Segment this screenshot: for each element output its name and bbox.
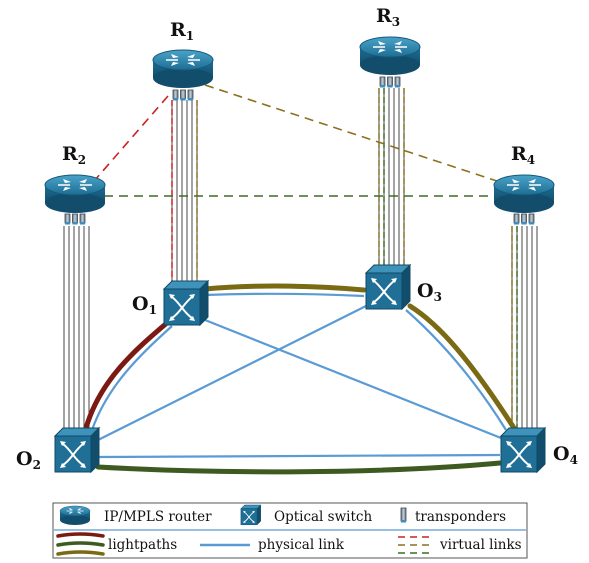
svg-text:R1: R1 bbox=[170, 19, 194, 43]
legend-lightpath-swatch bbox=[56, 532, 105, 556]
physical-link-o1-o3 bbox=[204, 292, 365, 298]
svg-text:O4: O4 bbox=[553, 443, 578, 467]
router-r1: R1 bbox=[152, 19, 214, 101]
legend: IP/MPLS router Optical switch transponde… bbox=[52, 502, 528, 559]
transponders-icon bbox=[513, 213, 535, 225]
legend-switch-label: Optical switch bbox=[274, 509, 372, 525]
legend-virtual-label: virtual links bbox=[439, 537, 522, 553]
lightpath-o3-o4 bbox=[407, 303, 517, 431]
legend-switch-icon bbox=[240, 504, 262, 526]
legend-physical-label: physical link bbox=[258, 537, 345, 553]
transponders-icon bbox=[64, 213, 86, 225]
legend-router-label: IP/MPLS router bbox=[104, 509, 212, 525]
virtual-links bbox=[87, 84, 501, 197]
legend-virtual-swatch bbox=[398, 536, 432, 554]
switch-o3: O3 bbox=[365, 264, 442, 310]
physical-link-o1-o2 bbox=[90, 325, 173, 431]
svg-text:R3: R3 bbox=[376, 5, 400, 29]
legend-router-icon bbox=[59, 505, 91, 526]
physical-links bbox=[90, 292, 507, 459]
switch-o2: O2 bbox=[16, 427, 100, 473]
router-r3: R3 bbox=[359, 5, 421, 88]
router-r4: R4 bbox=[493, 143, 555, 225]
legend-transponder-icon bbox=[400, 507, 407, 523]
router-r2: R2 bbox=[44, 143, 106, 225]
physical-link-o2-o4 bbox=[97, 453, 501, 459]
legend-lightpaths-label: lightpaths bbox=[108, 537, 177, 553]
lightpath-o1-o2 bbox=[83, 319, 171, 431]
svg-text:O2: O2 bbox=[16, 448, 41, 472]
access-fibers bbox=[63, 88, 538, 428]
lightpath-o1-o3 bbox=[202, 283, 367, 293]
legend-transponder-label: transponders bbox=[415, 509, 506, 525]
svg-text:O3: O3 bbox=[417, 280, 442, 304]
virtual-link-r1-r4 bbox=[204, 84, 501, 183]
physical-link-o3-o4 bbox=[405, 309, 507, 431]
switch-o1: O1 bbox=[132, 280, 209, 326]
lightpaths bbox=[83, 283, 517, 475]
virtual-link-r1-r2 bbox=[87, 95, 169, 189]
svg-text:O1: O1 bbox=[132, 293, 157, 317]
switch-o4: O4 bbox=[500, 427, 578, 473]
transponders-icon bbox=[172, 89, 194, 101]
lightpath-o2-o4 bbox=[95, 460, 503, 475]
transponders-icon bbox=[379, 76, 401, 88]
access-virtual-traces bbox=[171, 88, 518, 428]
svg-text:R4: R4 bbox=[511, 143, 535, 167]
svg-text:R2: R2 bbox=[62, 143, 86, 167]
physical-link-o2-o3 bbox=[97, 305, 367, 441]
physical-link-o1-o4 bbox=[199, 316, 507, 442]
